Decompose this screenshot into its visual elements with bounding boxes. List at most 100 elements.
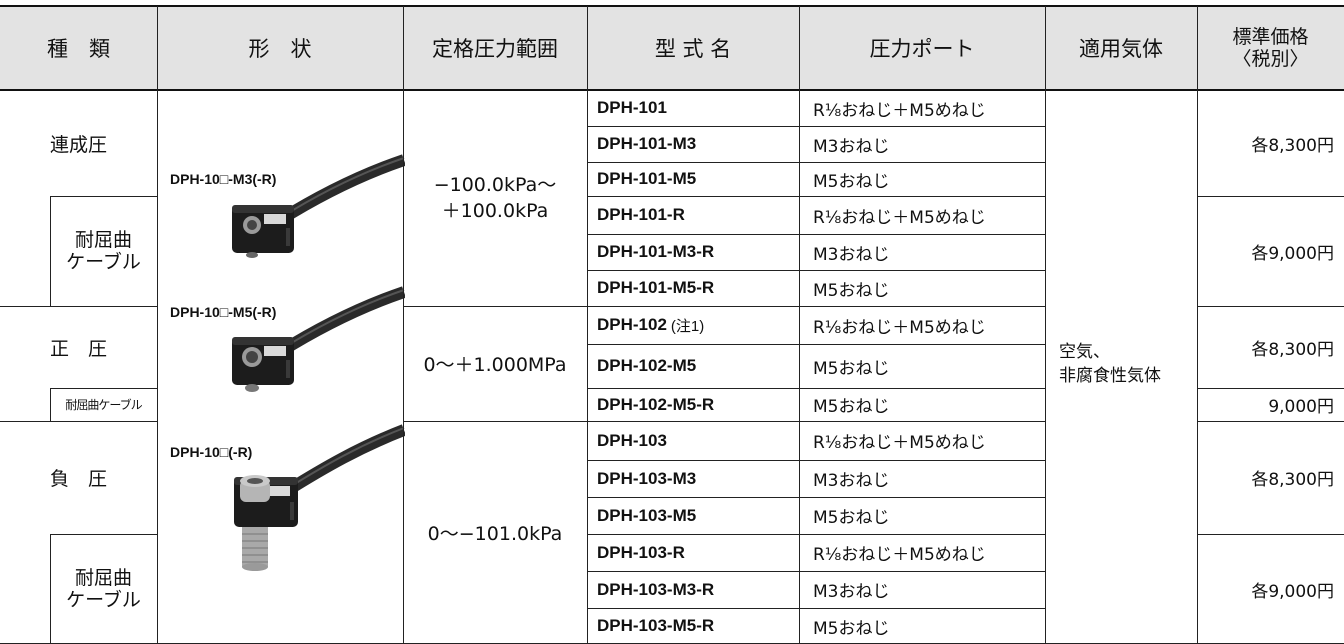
rule-top bbox=[0, 5, 1344, 7]
rule-col-gas bbox=[1197, 6, 1198, 644]
rule-row bbox=[587, 270, 1045, 271]
pressure-sensor-m3-image bbox=[232, 154, 405, 258]
model-cell: DPH-103 bbox=[587, 421, 799, 460]
shape-label-r: DPH-10□(-R) bbox=[170, 444, 253, 460]
model-cell: DPH-103-M3-R bbox=[587, 571, 799, 608]
header-model: 型 式 名 bbox=[587, 6, 799, 90]
port-cell: M3おねじ bbox=[813, 136, 890, 157]
rule-group-positive-right bbox=[403, 421, 1045, 422]
model-cell: DPH-101-M5-R bbox=[587, 270, 799, 306]
gas-line2: 非腐食性気体 bbox=[1059, 365, 1161, 386]
model-text: DPH-101 bbox=[597, 98, 667, 117]
rule-type-positive-bend bbox=[50, 388, 157, 389]
rule-col-range bbox=[587, 6, 588, 644]
model-text: DPH-101-M5-R bbox=[597, 278, 715, 297]
model-cell: DPH-101 bbox=[587, 90, 799, 126]
model-cell: DPH-101-R bbox=[587, 196, 799, 234]
model-cell: DPH-102-M5 bbox=[587, 344, 799, 388]
model-note: (注1) bbox=[670, 317, 705, 335]
model-text: DPH-103-M5-R bbox=[597, 616, 715, 635]
rule-row bbox=[587, 388, 1045, 389]
shape-label-m5: DPH-10□-M5(-R) bbox=[170, 304, 277, 320]
rule-row bbox=[587, 234, 1045, 235]
header-price: 標準価格 〈税別〉 bbox=[1197, 6, 1344, 90]
header-price-line1: 標準価格 bbox=[1232, 26, 1309, 48]
model-text: DPH-102-M5-R bbox=[597, 394, 715, 414]
range-compound-line1: −100.0kPa〜 bbox=[433, 174, 557, 196]
type-compound-bend-line2: ケーブル bbox=[66, 251, 141, 273]
pressure-sensor-r-image bbox=[234, 424, 405, 571]
model-cell: DPH-101-M5 bbox=[587, 162, 799, 196]
model-text: DPH-103-M3-R bbox=[597, 579, 715, 599]
port-cell: M3おねじ bbox=[813, 244, 890, 265]
model-cell: DPH-102(注1) bbox=[587, 306, 799, 344]
header-shape: 形 状 bbox=[157, 6, 403, 90]
rule-row bbox=[587, 497, 1045, 498]
header-price-line2: 〈税別〉 bbox=[1232, 48, 1309, 70]
port-cell: M3おねじ bbox=[813, 471, 890, 491]
header-range: 定格圧力範囲 bbox=[403, 6, 587, 90]
rule-row bbox=[587, 196, 1045, 197]
type-negative-bend-line1: 耐屈曲 bbox=[74, 567, 132, 589]
rule-type-negative-bend bbox=[50, 534, 157, 535]
model-cell: DPH-103-R bbox=[587, 534, 799, 571]
port-cell: M5おねじ bbox=[813, 508, 890, 528]
port-cell: M5おねじ bbox=[813, 280, 890, 301]
model-cell: DPH-103-M3 bbox=[587, 460, 799, 497]
price-compound-std: 各8,300円 bbox=[1251, 135, 1334, 156]
price-negative-std: 各8,300円 bbox=[1251, 470, 1334, 490]
rule-row bbox=[587, 571, 1045, 572]
model-text: DPH-103-M5 bbox=[597, 505, 697, 525]
rule-type-sub bbox=[50, 388, 51, 421]
header-port: 圧力ポート bbox=[799, 6, 1045, 90]
port-cell: R⅛おねじ＋M5めねじ bbox=[813, 545, 986, 565]
rule-type-sub bbox=[50, 534, 51, 644]
rule-row bbox=[587, 126, 1045, 127]
type-negative-bend: 耐屈曲 ケーブル bbox=[50, 534, 157, 644]
rule-row bbox=[587, 608, 1045, 609]
rule-group-positive-price bbox=[1197, 421, 1344, 422]
port-cell: R⅛おねじ＋M5めねじ bbox=[813, 433, 986, 453]
range-negative: 0〜−101.0kPa bbox=[427, 523, 563, 545]
model-text: DPH-101-R bbox=[597, 205, 685, 224]
port-cell: M5おねじ bbox=[813, 171, 890, 192]
rule-col-type bbox=[157, 6, 158, 644]
rule-col-model bbox=[799, 6, 800, 644]
port-cell: R⅛おねじ＋M5めねじ bbox=[813, 207, 986, 228]
model-cell: DPH-103-M5 bbox=[587, 497, 799, 534]
port-cell: M5おねじ bbox=[813, 618, 890, 639]
rule-price bbox=[1197, 196, 1344, 197]
shape-label-m3: DPH-10□-M3(-R) bbox=[170, 171, 277, 187]
port-cell: M3おねじ bbox=[813, 582, 890, 602]
rule-row bbox=[587, 460, 1045, 461]
model-text: DPH-103 bbox=[597, 430, 667, 450]
rule-price bbox=[1197, 534, 1344, 535]
type-compound: 連成圧 bbox=[49, 133, 107, 156]
rule-row bbox=[587, 162, 1045, 163]
type-compound-bend-line1: 耐屈曲 bbox=[74, 229, 132, 251]
type-positive: 正 圧 bbox=[49, 337, 107, 360]
rule-row bbox=[587, 534, 1045, 535]
port-cell: R⅛おねじ＋M5めねじ bbox=[813, 100, 986, 121]
price-compound-bend: 各9,000円 bbox=[1251, 243, 1334, 264]
range-compound: −100.0kPa〜 ＋100.0kPa bbox=[403, 90, 587, 306]
header-gas: 適用気体 bbox=[1045, 6, 1197, 90]
price-negative-bend: 各9,000円 bbox=[1251, 581, 1334, 602]
rule-group-compound-price bbox=[1197, 306, 1344, 307]
model-text: DPH-101-M3-R bbox=[597, 242, 715, 261]
type-negative: 負 圧 bbox=[49, 468, 107, 490]
header-type: 種 類 bbox=[0, 6, 157, 90]
rule-price bbox=[1197, 388, 1344, 389]
port-cell: R⅛おねじ＋M5めねじ bbox=[813, 317, 986, 338]
model-cell: DPH-102-M5-R bbox=[587, 388, 799, 421]
rule-header bbox=[0, 89, 1344, 91]
gas-line1: 空気、 bbox=[1059, 341, 1110, 362]
model-text: DPH-103-M3 bbox=[597, 468, 697, 488]
model-cell: DPH-101-M3 bbox=[587, 126, 799, 162]
rule-group-compound bbox=[0, 306, 157, 307]
rule-col-shape bbox=[403, 6, 404, 644]
port-cell: M5おねじ bbox=[813, 397, 890, 417]
model-text: DPH-101-M5 bbox=[597, 169, 697, 188]
pressure-sensor-m5-image bbox=[232, 286, 405, 392]
type-negative-bend-line2: ケーブル bbox=[66, 589, 141, 611]
